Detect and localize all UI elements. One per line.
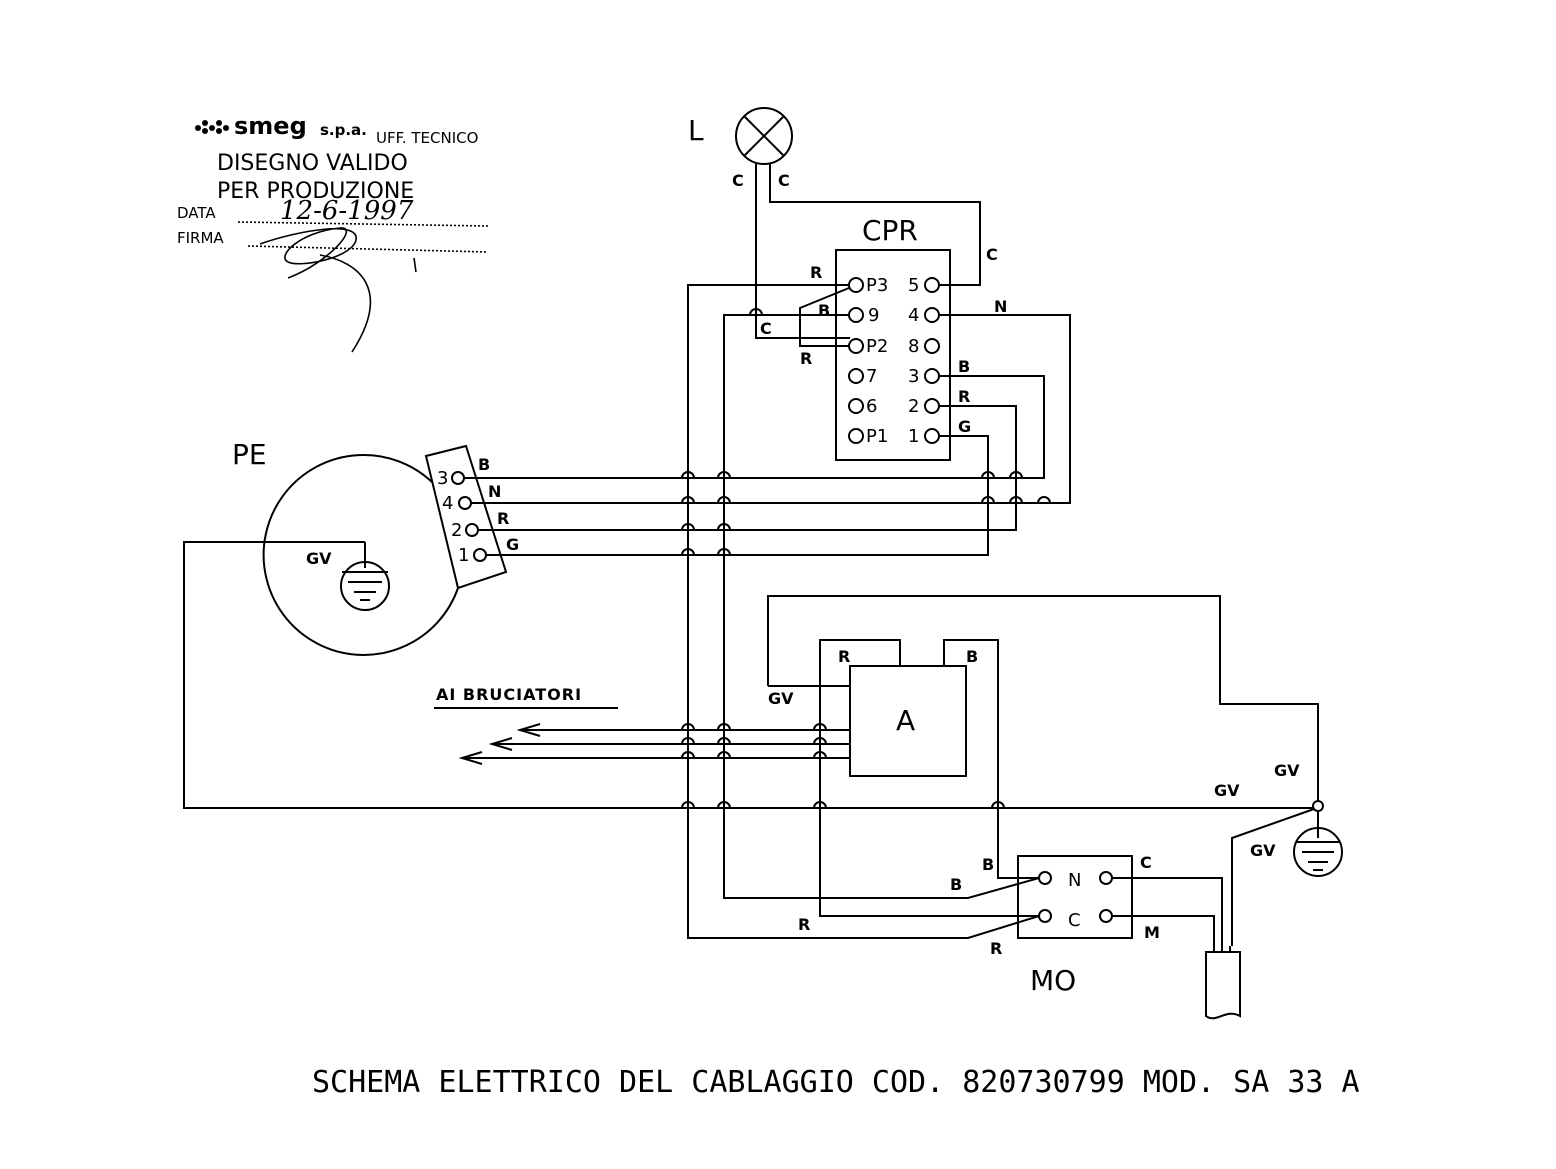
wire-label-r: R [838, 647, 850, 666]
igniter-label: A [896, 704, 915, 737]
pe-pin-1: 1 [458, 545, 469, 566]
cpr-pin-4: 4 [908, 305, 919, 326]
burners-label: AI BRUCIATORI [436, 685, 582, 704]
stamp-company: s.p.a. [320, 121, 367, 139]
stamp-dept: UFF. TECNICO [376, 129, 478, 147]
signature-icon [259, 227, 417, 353]
pe-pin-2: 2 [451, 520, 462, 541]
ground-icon [340, 542, 390, 611]
wiring [183, 164, 1319, 946]
cpr-pin-p1: P1 [866, 426, 888, 447]
stamp-brand: smeg [234, 112, 307, 140]
diagram-title: SCHEMA ELETTRICO DEL CABLAGGIO COD. 8207… [312, 1065, 1360, 1100]
cpr-pin-p2: P2 [866, 336, 888, 357]
wire-label-c: C [760, 319, 772, 338]
wire-label-gv: GV [1274, 761, 1300, 780]
wire-label-r: R [990, 939, 1002, 958]
wire-label-c: C [778, 171, 790, 190]
motor-plug-icon [1205, 946, 1241, 1020]
cpr-pin-8: 8 [908, 336, 919, 357]
wire-label-g: G [958, 417, 971, 436]
wire-label-gv: GV [1214, 781, 1240, 800]
cpr-pin-6: 6 [866, 396, 877, 417]
lamp: L [688, 107, 793, 165]
wire-label-b: B [478, 455, 490, 474]
stamp-firma-label: FIRMA [177, 229, 224, 247]
pe-pin-3: 3 [437, 468, 448, 489]
stamp-data-label: DATA [177, 204, 216, 222]
wire-label-r: R [497, 509, 509, 528]
pe-pin-4: 4 [442, 493, 453, 514]
wire-label-b: B [950, 875, 962, 894]
smeg-logo-icon [195, 120, 229, 134]
ground-icon [1293, 800, 1343, 877]
wire-labels: C C C R B C R N B R G B N R G GV R B GV … [306, 171, 1300, 958]
wire-label-r: R [800, 349, 812, 368]
wire-label-r: R [798, 915, 810, 934]
wire-label-gv: GV [768, 689, 794, 708]
cpr-switch: CPR P3 9 P2 7 6 P1 5 4 8 3 2 1 [835, 214, 951, 461]
wire-label-g: G [506, 535, 519, 554]
wire-label-b: B [982, 855, 994, 874]
cpr-pin-p3: P3 [866, 275, 888, 296]
cpr-label: CPR [862, 214, 918, 247]
wire-label-m: M [1144, 923, 1160, 942]
pe-label: PE [232, 438, 267, 471]
wire-label-b: B [818, 301, 830, 320]
wire-label-b: B [966, 647, 978, 666]
wire-label-r: R [958, 387, 970, 406]
wire-label-b: B [958, 357, 970, 376]
wire-label-gv: GV [306, 549, 332, 568]
mo-terminal-c: C [1068, 910, 1081, 931]
wire-label-n: N [488, 482, 501, 501]
cpr-pin-7: 7 [866, 366, 877, 387]
cpr-pin-5: 5 [908, 275, 919, 296]
stamp-line1: DISEGNO VALIDO [217, 151, 408, 176]
cpr-pin-3: 3 [908, 366, 919, 387]
wire-label-gv: GV [1250, 841, 1276, 860]
wire-label-c: C [986, 245, 998, 264]
wire-label-n: N [994, 297, 1007, 316]
mo-terminal-n: N [1068, 870, 1081, 891]
approval-stamp: smeg s.p.a. UFF. TECNICO DISEGNO VALIDO … [177, 112, 489, 353]
stamp-line2: PER PRODUZIONE [217, 179, 414, 204]
wire-label-c: C [732, 171, 744, 190]
wire-label-c: C [1140, 853, 1152, 872]
igniter-a: A [819, 639, 999, 810]
wire-label-r: R [810, 263, 822, 282]
pe-thermostat: PE 3 4 2 1 [232, 438, 508, 656]
mo-label: MO [1030, 964, 1076, 997]
cpr-pin-2: 2 [908, 396, 919, 417]
cpr-pin-9: 9 [868, 305, 879, 326]
cpr-pin-1: 1 [908, 426, 919, 447]
lamp-label: L [688, 114, 704, 147]
stamp-date-value: 12-6-1997 [280, 196, 414, 226]
mo-terminal-block: N C MO [1017, 855, 1133, 997]
